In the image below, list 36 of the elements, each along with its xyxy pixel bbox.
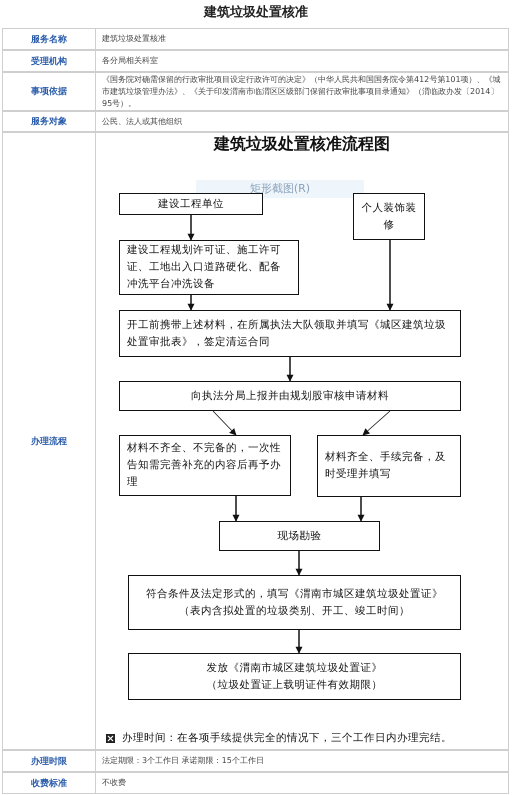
flowchart-title: 建筑垃圾处置核准流程图 xyxy=(212,134,391,155)
row-header: 服务名称 xyxy=(31,34,67,46)
row-value: 公民、法人或其他组织 xyxy=(102,116,182,128)
arrow xyxy=(358,497,364,522)
row-header: 办理流程 xyxy=(31,435,67,448)
row-value: 各分局相关科室 xyxy=(102,55,158,67)
process-box: 材料不齐全、不完备的，一次性告知需完善补充的内容后再予办理 xyxy=(119,435,291,496)
process-box: 发放《渭南市城区建筑垃圾处置证》 （垃圾处置证上载明证件有效期限） xyxy=(128,653,461,700)
arrow xyxy=(386,240,394,311)
row-header: 办理时限 xyxy=(31,755,67,768)
row-value: 法定期限：3个工作日 承诺期限：15个工作日 xyxy=(102,755,264,767)
row-value: 《国务院对确需保留的行政审批项目设定行政许可的决定》（中华人民共和国国务院令第412号第101项）、《城市建筑垃圾管理办法》、《关于印发渭南市临渭区区级部门保留行政审批事项目录通知》（渭临政办发〔2014〕95号）。 xyxy=(102,74,502,110)
arrow xyxy=(296,551,302,576)
page-title: 建筑垃圾处置核准 xyxy=(202,4,309,21)
row-header: 服务对象 xyxy=(31,115,67,128)
process-box: 个人装饰装修 xyxy=(353,193,425,240)
process-box: 符合条件及法定形式的，填写《渭南市城区建筑垃圾处置证》 （表内含拟处置的垃圾类别、开工、竣工时间） xyxy=(128,575,461,630)
arrow xyxy=(362,410,390,436)
arrow xyxy=(188,215,194,241)
arrow xyxy=(232,496,240,522)
process-box: 开工前携带上述材料，在所属执法大队领取并填写《城区建筑垃圾处置审批表》，签定清运合同 xyxy=(119,310,461,357)
arrow xyxy=(212,410,236,436)
process-box: 材料齐全、手续完备，及时受理并填写 xyxy=(317,435,461,497)
row-header: 收费标准 xyxy=(31,777,67,790)
row-value: 不收费 xyxy=(102,777,126,789)
note-text: 办理时间：在各项手续提供完全的情况下，三个工作日内办理完结。 xyxy=(122,731,453,745)
process-box: 建设工程单位 xyxy=(119,193,263,215)
row-header: 事项依据 xyxy=(31,85,67,98)
process-box: 向执法分局上报并由规划股审核申请材料 xyxy=(119,381,461,411)
arrow xyxy=(188,295,194,311)
process-box: 建设工程规划许可证、施工许可证、工地出入口道路硬化、配备冲洗平台冲洗设备 xyxy=(119,240,299,295)
process-box: 现场勘验 xyxy=(219,521,380,551)
row-value: 建筑垃圾处置核准 xyxy=(102,33,166,45)
row-header: 受理机构 xyxy=(31,55,67,68)
arrow xyxy=(296,630,302,654)
arrow xyxy=(286,357,294,382)
